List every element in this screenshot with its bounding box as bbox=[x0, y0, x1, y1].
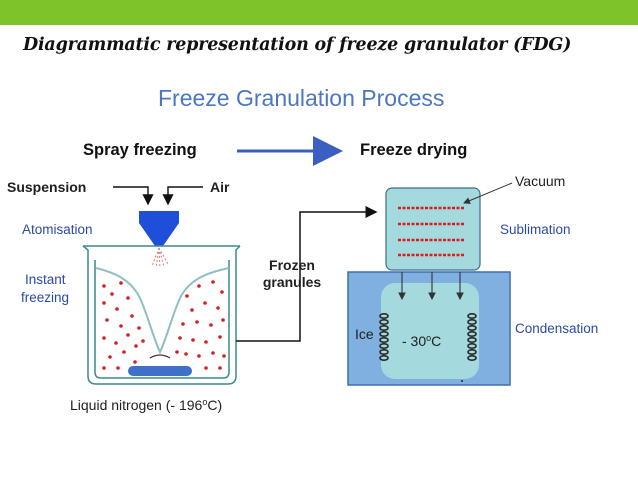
condenser-coil-right bbox=[467, 312, 477, 361]
label-atomisation: Atomisation bbox=[22, 222, 93, 237]
liquid-surface bbox=[95, 267, 230, 355]
label-instant: Instant bbox=[25, 272, 66, 287]
spray-mist bbox=[151, 247, 169, 269]
vacuum-pointer bbox=[463, 182, 513, 204]
slide-title: Diagrammatic representation of freeze gr… bbox=[23, 35, 572, 55]
frozen-granule-dots bbox=[102, 280, 226, 370]
label-temperature: - 30oC bbox=[402, 333, 442, 349]
label-liquid-nitrogen: Liquid nitrogen (- 196oC) bbox=[70, 397, 223, 413]
sublimation-chamber bbox=[385, 187, 481, 271]
label-granules: granules bbox=[262, 274, 322, 290]
diagram-title: Freeze Granulation Process bbox=[158, 85, 445, 111]
label-freezing: freezing bbox=[21, 290, 70, 305]
stir-bar bbox=[128, 366, 192, 376]
label-ice: Ice bbox=[355, 326, 374, 342]
label-condensation: Condensation bbox=[515, 321, 599, 336]
drain-dot bbox=[461, 380, 463, 382]
top-accent-bar bbox=[0, 0, 638, 25]
bubble bbox=[149, 354, 171, 359]
label-frozen: Frozen bbox=[269, 257, 315, 273]
stage-spray-freezing: Spray freezing bbox=[83, 141, 197, 159]
vapour-arrows bbox=[398, 272, 464, 301]
feed-lines bbox=[113, 186, 203, 206]
product-trays bbox=[398, 206, 464, 257]
label-vacuum: Vacuum bbox=[515, 173, 566, 189]
condenser-coil-left bbox=[379, 312, 389, 361]
inner-chamber bbox=[381, 283, 479, 379]
beaker bbox=[82, 245, 241, 385]
stage-freeze-drying: Freeze drying bbox=[360, 141, 468, 159]
transfer-line bbox=[236, 206, 378, 342]
atomiser-nozzle bbox=[139, 211, 179, 246]
label-sublimation: Sublimation bbox=[500, 222, 571, 237]
label-suspension: Suspension bbox=[7, 179, 87, 195]
label-air: Air bbox=[210, 179, 230, 195]
